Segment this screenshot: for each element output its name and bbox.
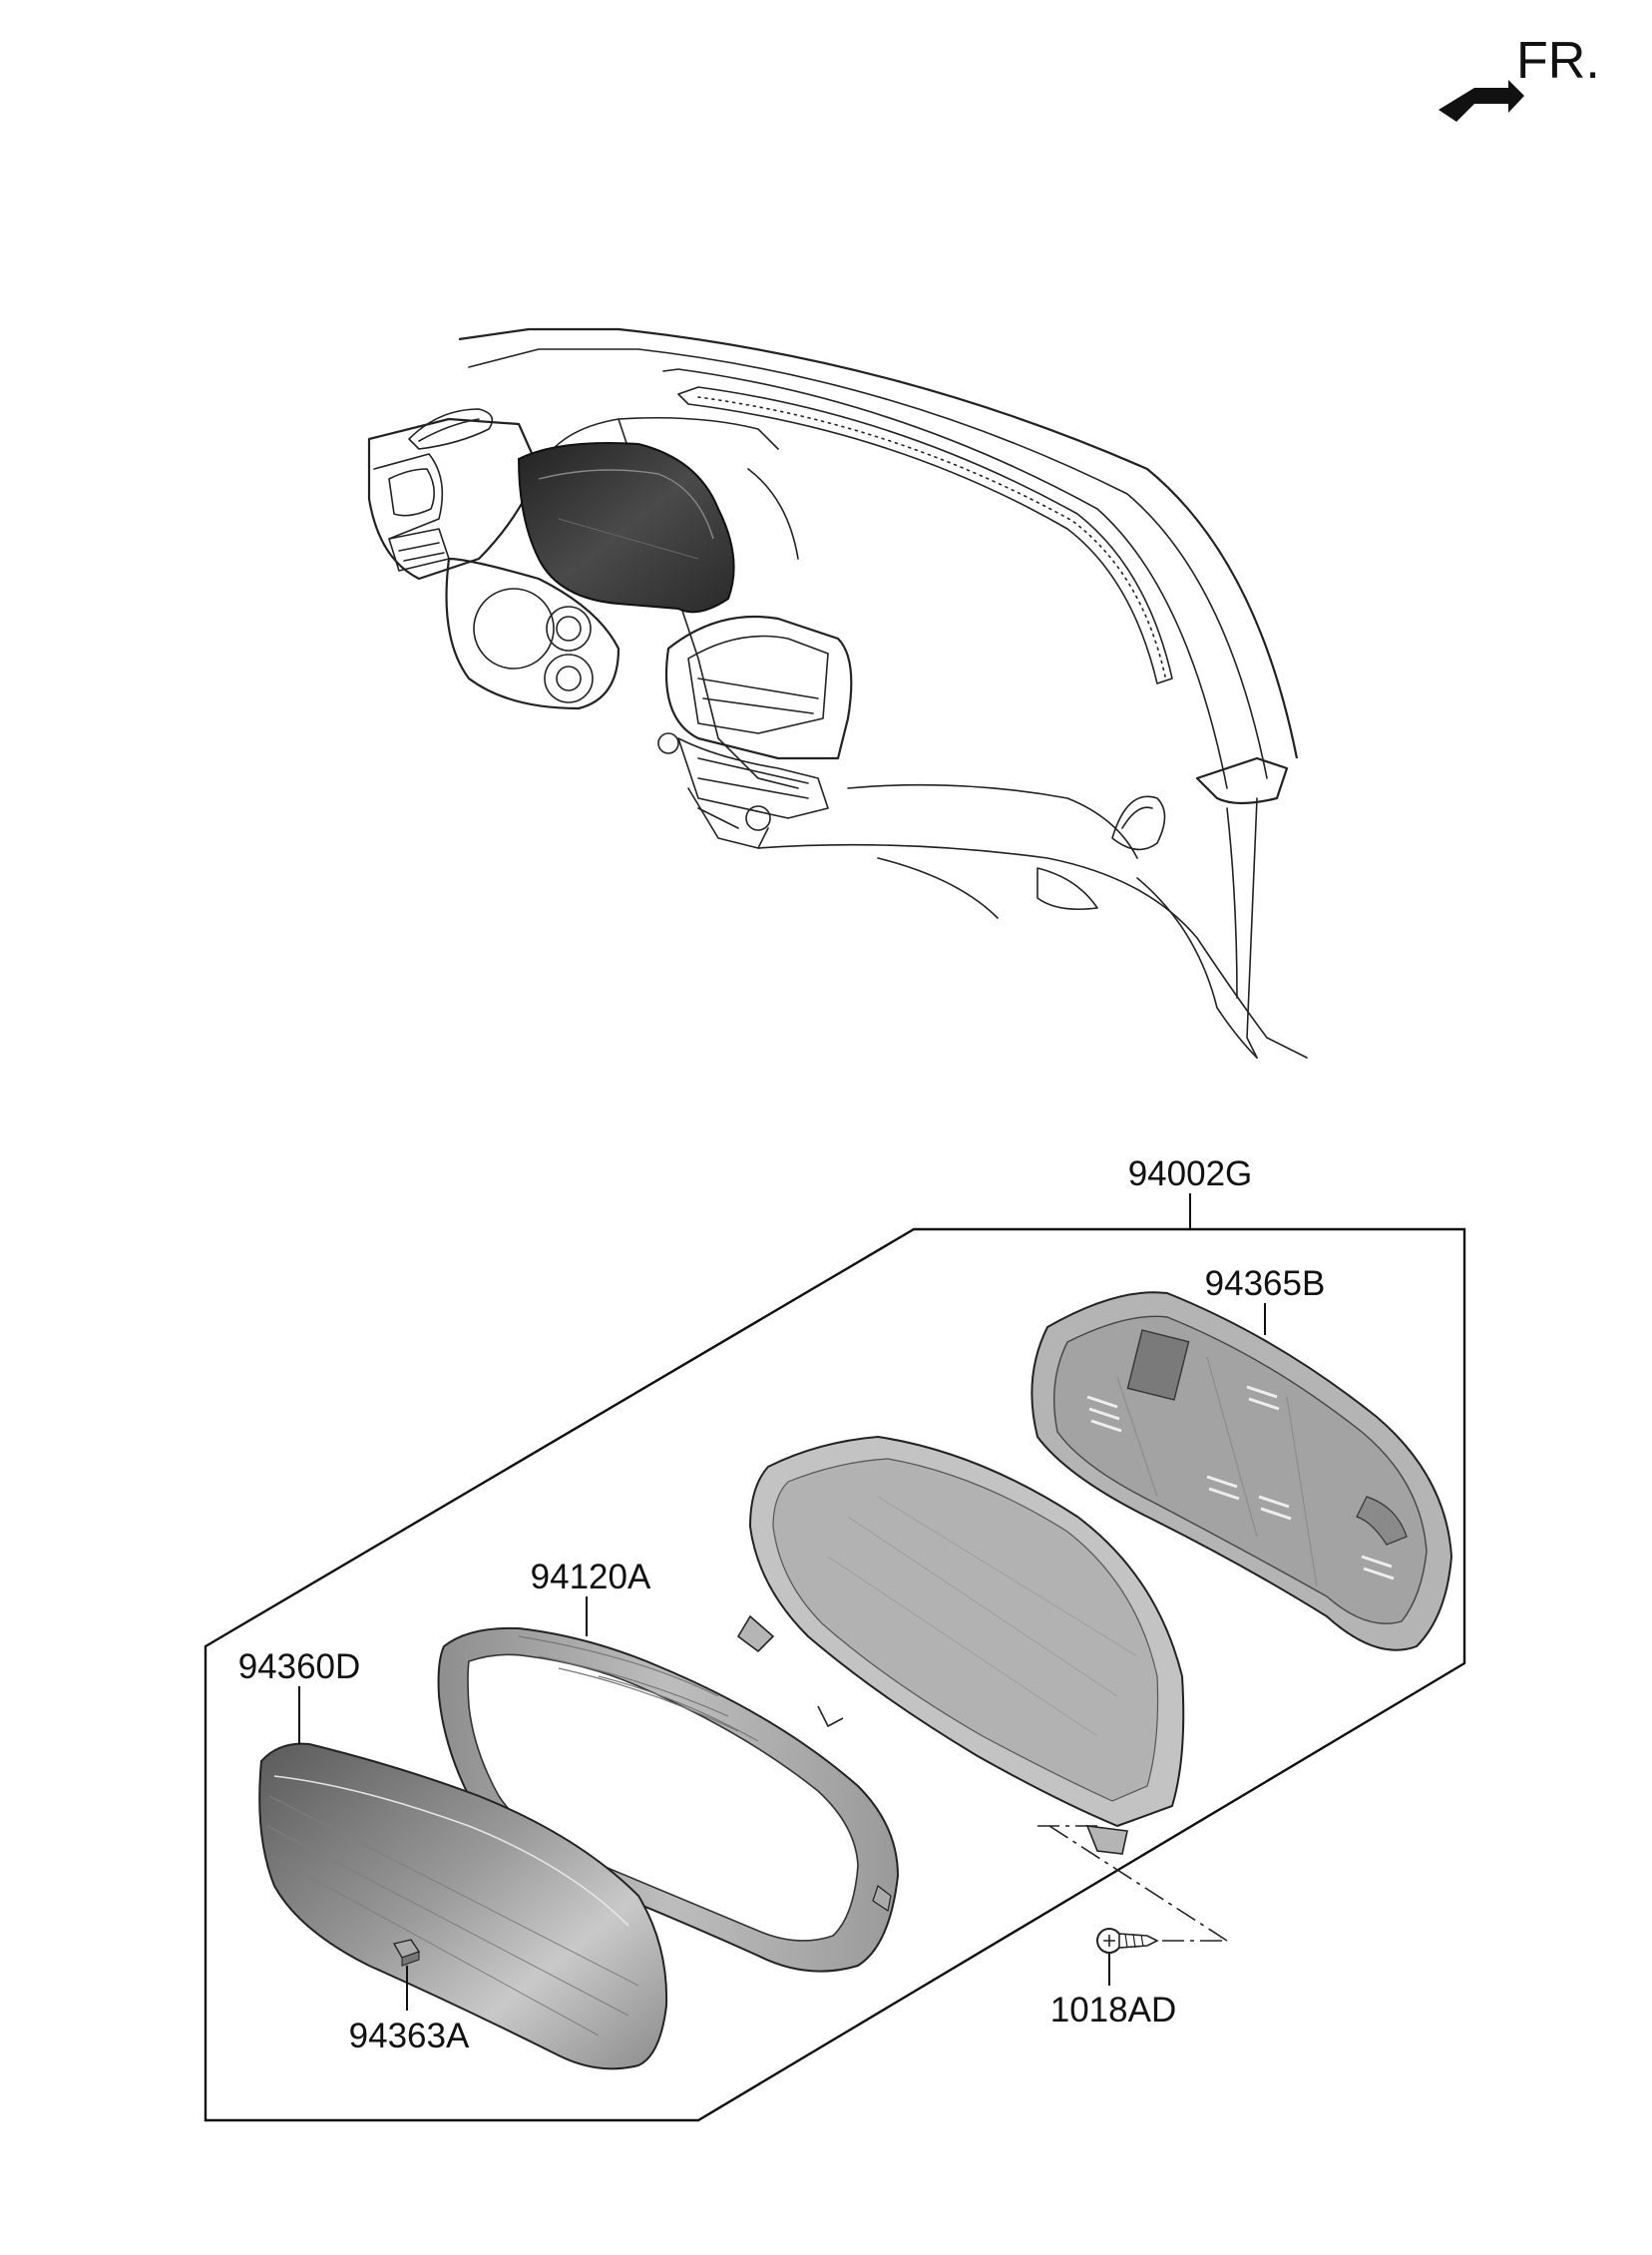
leader-lines [298,1193,1266,2011]
part-label-clip: 94363A [349,2017,470,2055]
part-label-screw: 1018AD [1050,1991,1176,2030]
dashboard-illustration [367,327,1308,1059]
mask-frame-part [437,1626,900,1973]
screw-alignment-line [1037,1825,1228,1942]
orientation-label: FR. [1516,32,1600,90]
part-label-window-glass: 94360D [238,1647,361,1686]
window-glass-part [258,1742,668,2070]
clip-part [392,1939,421,1967]
cluster-unit-part [736,1435,1185,1855]
orientation-indicator: FR. [1439,32,1600,122]
rear-cover-part [1031,1291,1453,1651]
instrument-cluster-highlight [517,442,735,614]
part-label-mask-frame: 94120A [531,1558,651,1596]
front-direction-arrow-icon [1439,80,1524,122]
screw-part [1096,1928,1159,1954]
assembly-box [204,1227,1466,2122]
part-label-assembly: 94002G [1128,1154,1253,1193]
part-label-rear-cover: 94365B [1205,1264,1326,1303]
defroster-grille [677,386,1173,684]
